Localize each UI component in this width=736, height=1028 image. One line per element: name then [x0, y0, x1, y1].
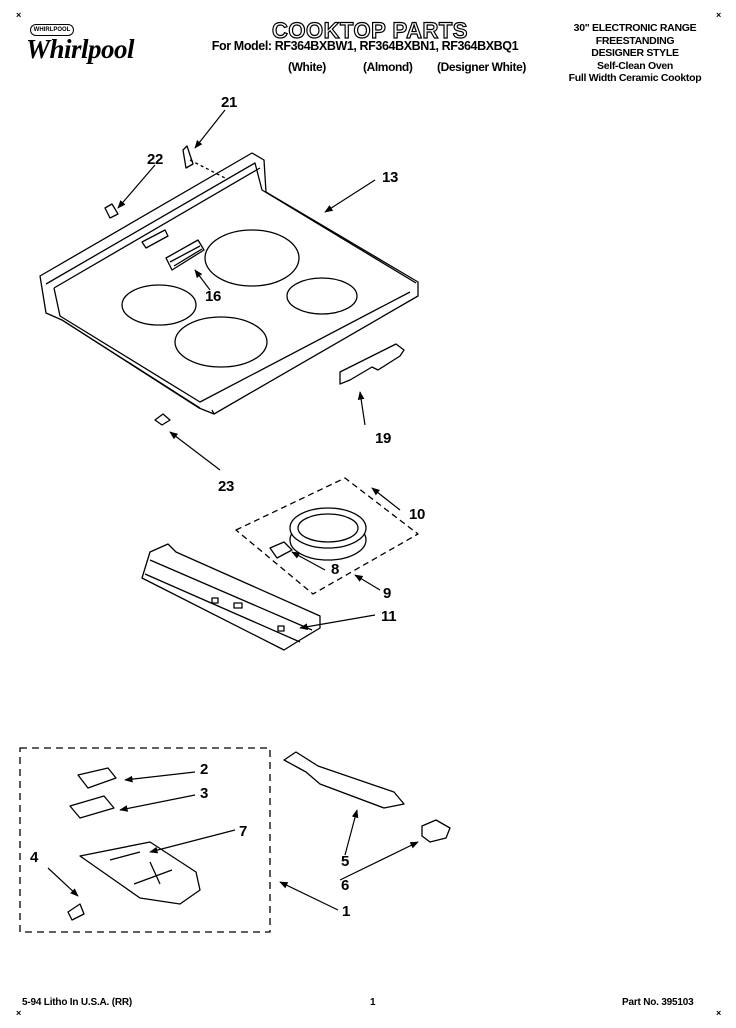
product-line: FREESTANDING: [595, 34, 675, 47]
product-line: Full Width Ceramic Cooktop: [568, 72, 702, 85]
callout-9: 9: [383, 585, 392, 602]
callout-8: 8: [331, 561, 340, 578]
callout-6: 6: [341, 877, 350, 894]
callout-23: 23: [218, 478, 235, 495]
callout-arrows: [47, 109, 419, 911]
part-23: [154, 413, 171, 426]
switch-assembly-box: [19, 747, 271, 933]
bracket-11: [141, 543, 321, 651]
switch-2: [77, 767, 117, 789]
callout-22: 22: [147, 151, 164, 168]
callout-4: 4: [30, 849, 39, 866]
callout-13: 13: [382, 169, 399, 186]
callout-19: 19: [375, 430, 392, 447]
product-description: 30" ELECTRONIC RANGE FREESTANDING DESIGN…: [540, 22, 730, 85]
callout-10: 10: [409, 506, 426, 523]
registration-mark: ×: [16, 10, 22, 20]
callout-5: 5: [341, 853, 350, 870]
burner-assembly-box: [235, 477, 419, 595]
brand-badge: WHIRLPOOL: [30, 24, 74, 36]
callout-21: 21: [221, 94, 238, 111]
leader-line: [189, 159, 226, 179]
clip-21: [182, 145, 194, 169]
plate-3: [69, 795, 115, 819]
callout-16: 16: [205, 288, 222, 305]
registration-mark: ×: [16, 1008, 22, 1018]
litho-note: 5-94 Litho In U.S.A. (RR): [22, 997, 133, 1008]
cooktop-frame: [39, 152, 419, 415]
registration-mark: ×: [716, 1008, 722, 1018]
part-6: [421, 819, 451, 843]
callout-2: 2: [200, 761, 209, 778]
callout-7: 7: [239, 823, 248, 840]
product-line: 30" ELECTRONIC RANGE: [573, 22, 697, 34]
model-line: For Model: RF364BXBW1, RF364BXBN1, RF364…: [211, 39, 519, 53]
product-line: Self-Clean Oven: [596, 59, 674, 72]
callout-11: 11: [381, 608, 397, 625]
limiter-8: [269, 541, 293, 559]
callout-1: 1: [342, 903, 351, 920]
callout-3: 3: [200, 785, 209, 802]
variant-almond: (Almond): [363, 60, 413, 74]
variant-white: (White): [288, 60, 326, 74]
part-19: [339, 343, 405, 385]
page-title: COOKTOP PARTS: [271, 17, 468, 43]
part-5: [283, 751, 405, 809]
radiant-element: [289, 507, 367, 561]
part-number: Part No. 395103: [622, 997, 694, 1008]
product-line: DESIGNER STYLE: [591, 47, 679, 60]
control-module: [165, 239, 205, 271]
page-number: 1: [370, 997, 376, 1008]
registration-mark: ×: [716, 10, 722, 20]
clip-22: [104, 203, 119, 219]
bracket-7: [79, 841, 201, 905]
brand-logo: Whirlpool: [26, 34, 135, 64]
part-4: [67, 903, 85, 921]
variant-designer-white: (Designer White): [437, 60, 526, 74]
